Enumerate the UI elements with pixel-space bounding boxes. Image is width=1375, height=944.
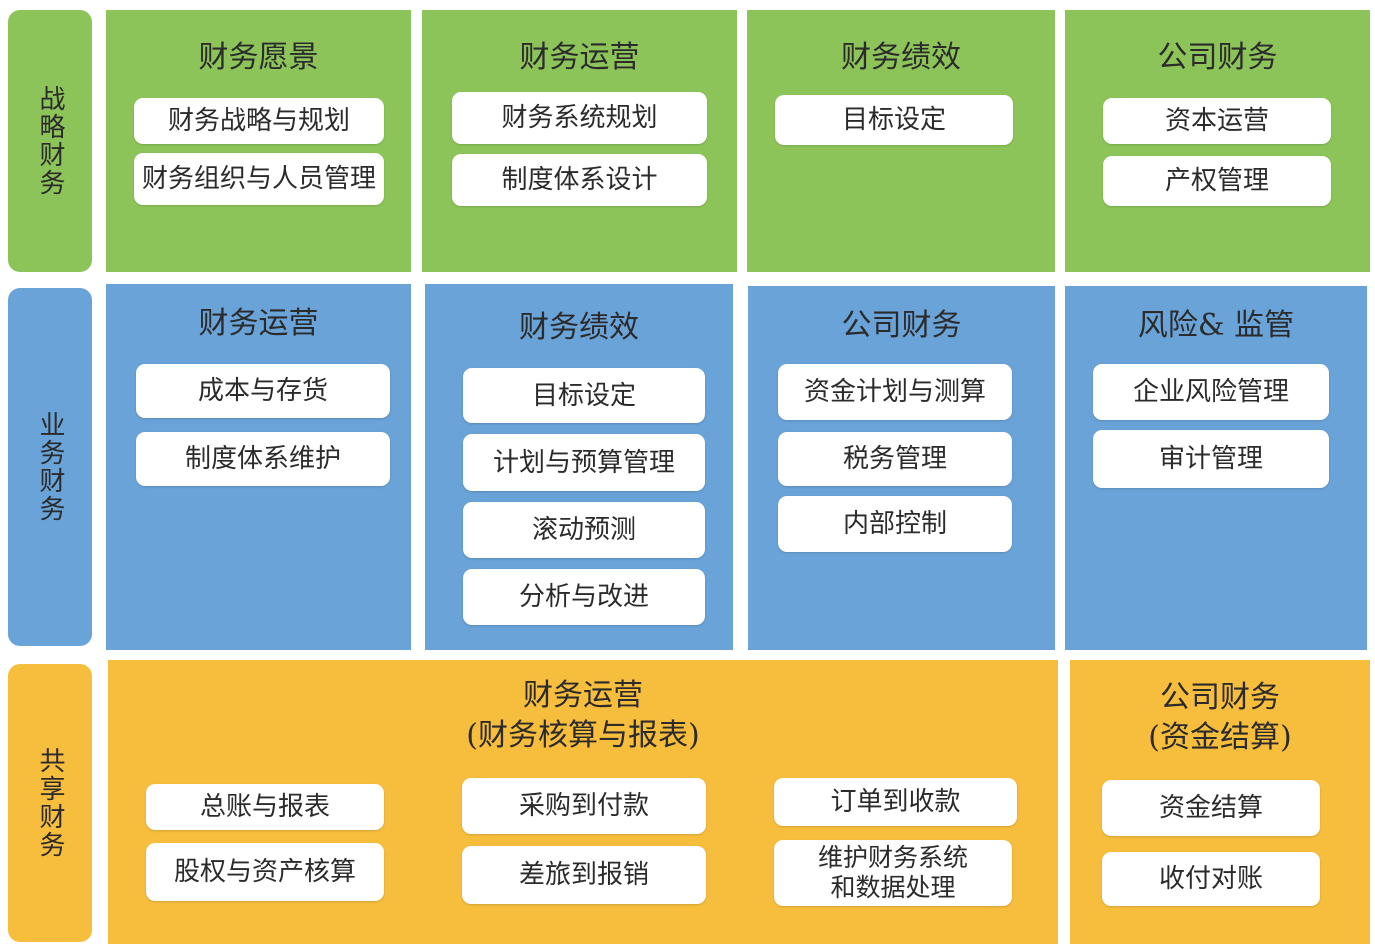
item-box: 分析与改进 <box>463 569 705 625</box>
item-box: 总账与报表 <box>146 784 384 830</box>
panel-title: 财务运营 <box>198 306 319 341</box>
item-box: 采购到付款 <box>462 778 706 834</box>
item-box: 订单到收款 <box>774 778 1017 826</box>
item-box: 收付对账 <box>1102 852 1320 906</box>
tier-label-strategic: 战略财务 <box>8 10 92 272</box>
item-box: 计划与预算管理 <box>463 434 705 491</box>
panel-title: 财务运营 (财务核算与报表) <box>466 678 700 753</box>
item-box: 财务战略与规划 <box>134 98 384 144</box>
item-box: 财务系统规划 <box>452 92 707 144</box>
panel-financial-vision: 财务愿景 财务战略与规划 财务组织与人员管理 <box>106 10 411 272</box>
item-box: 企业风险管理 <box>1093 364 1329 420</box>
item-box: 滚动预测 <box>463 502 705 558</box>
panel-financial-operations: 财务运营 财务系统规划 制度体系设计 <box>422 10 737 272</box>
tier-label-text: 业务财务 <box>35 411 65 523</box>
item-box: 产权管理 <box>1103 156 1331 206</box>
panel-corporate-finance: 公司财务 资金计划与测算 税务管理 内部控制 <box>748 286 1055 650</box>
panel-financial-operations-accounting: 财务运营 (财务核算与报表) 总账与报表 股权与资产核算 采购到付款 差旅到报销… <box>108 660 1058 944</box>
tier-label-business: 业务财务 <box>8 288 92 646</box>
panel-title: 财务绩效 <box>519 310 639 345</box>
item-box: 股权与资产核算 <box>146 843 384 901</box>
item-box: 税务管理 <box>778 432 1012 486</box>
panel-title: 风险& 监管 <box>1137 308 1295 343</box>
panel-financial-operations: 财务运营 成本与存货 制度体系维护 <box>106 284 411 650</box>
item-box: 目标设定 <box>775 95 1013 145</box>
item-box: 维护财务系统 和数据处理 <box>774 840 1012 906</box>
panel-title: 公司财务 <box>841 308 962 343</box>
panel-risk-supervision: 风险& 监管 企业风险管理 审计管理 <box>1065 286 1367 650</box>
item-box: 差旅到报销 <box>462 846 706 904</box>
item-box: 制度体系设计 <box>452 154 707 206</box>
panel-title: 财务愿景 <box>198 40 319 75</box>
panel-title: 财务绩效 <box>841 40 961 75</box>
tier-label-shared: 共享财务 <box>8 664 92 942</box>
item-box: 资本运营 <box>1103 98 1331 144</box>
item-box: 财务组织与人员管理 <box>134 153 384 205</box>
panel-title: 财务运营 <box>519 40 640 75</box>
tier-label-text: 战略财务 <box>35 85 65 197</box>
panel-corporate-finance-settlement: 公司财务 (资金结算) 资金结算 收付对账 <box>1070 660 1370 944</box>
panel-title: 公司财务 <box>1157 40 1278 75</box>
item-box: 目标设定 <box>463 368 705 423</box>
panel-financial-performance: 财务绩效 目标设定 <box>747 10 1055 272</box>
tier-label-text: 共享财务 <box>35 747 65 859</box>
panel-corporate-finance: 公司财务 资本运营 产权管理 <box>1065 10 1370 272</box>
item-box: 审计管理 <box>1093 430 1329 488</box>
panel-financial-performance: 财务绩效 目标设定 计划与预算管理 滚动预测 分析与改进 <box>425 284 733 650</box>
item-box: 成本与存货 <box>136 364 390 418</box>
item-box: 资金计划与测算 <box>778 364 1012 420</box>
item-box: 资金结算 <box>1102 780 1320 836</box>
item-box: 制度体系维护 <box>136 432 390 486</box>
item-box: 内部控制 <box>778 496 1012 552</box>
panel-title: 公司财务 (资金结算) <box>1148 680 1292 755</box>
